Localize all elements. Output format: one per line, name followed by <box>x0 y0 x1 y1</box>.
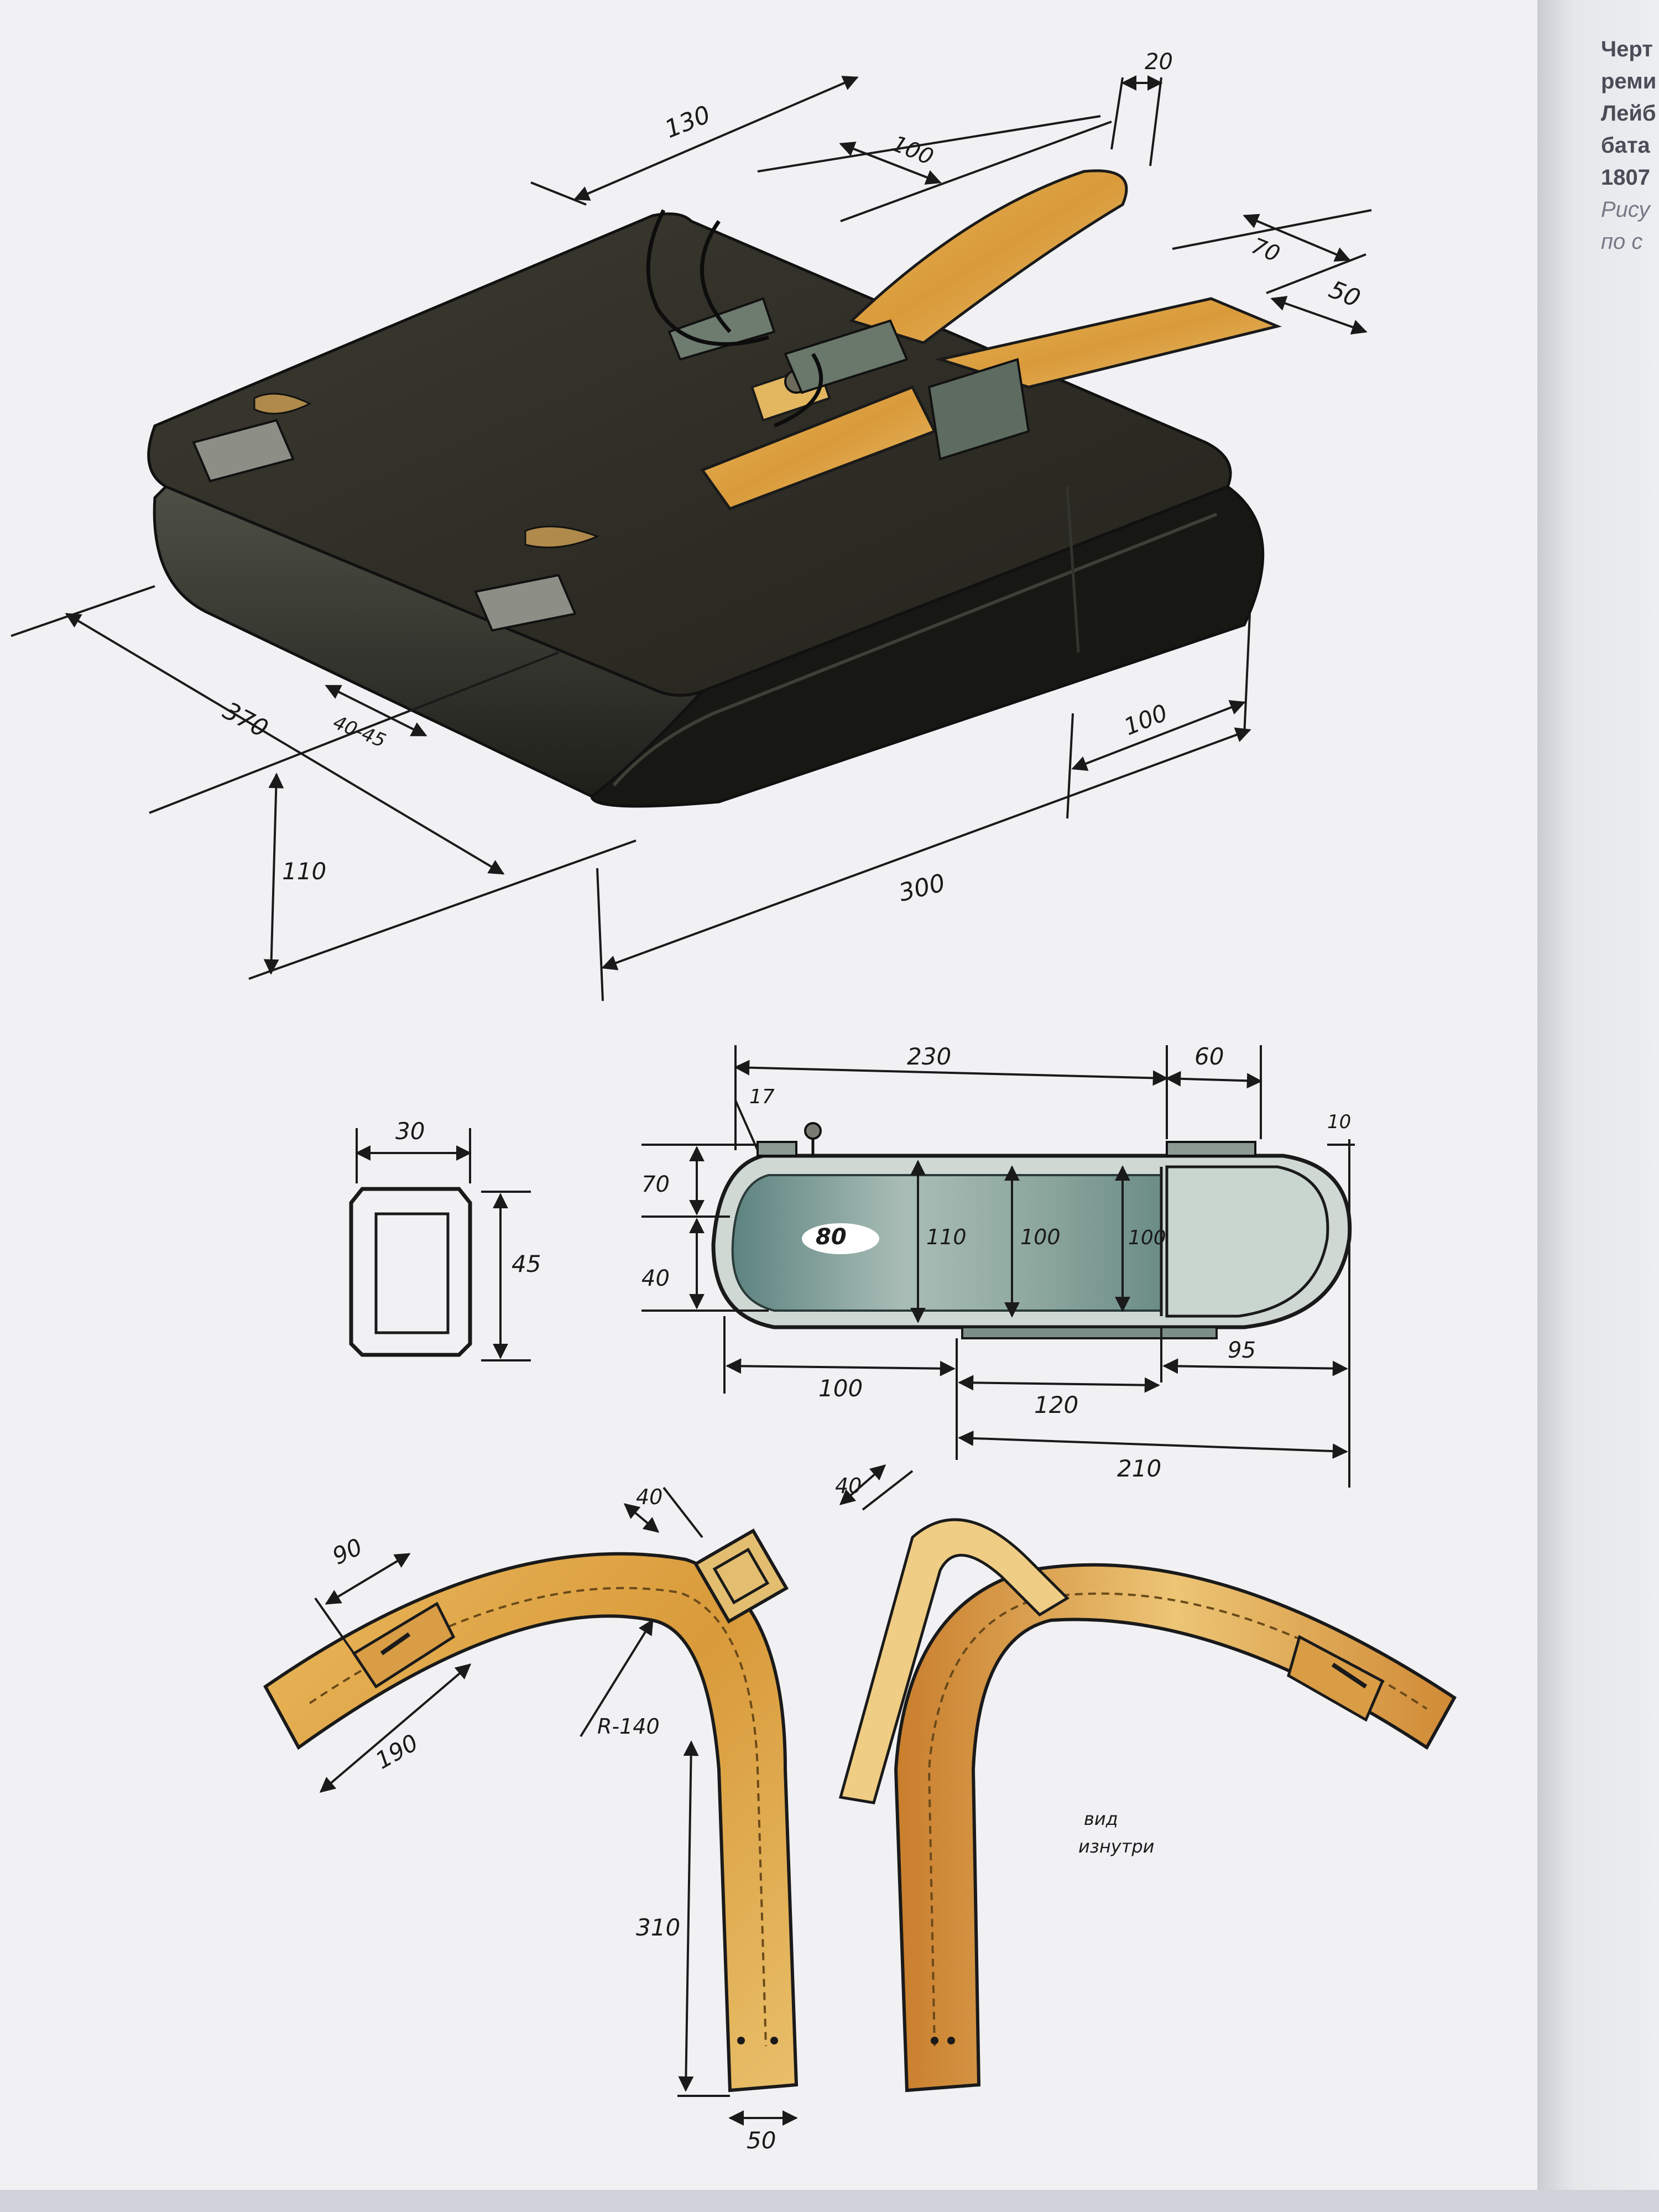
dim-95: 95 <box>1228 1338 1256 1363</box>
dim-50-strap: 50 <box>747 2127 776 2154</box>
left-shoulder-strap-drawing: 90 190 R-140 40 310 50 <box>263 1485 799 2154</box>
dim-50-top: 50 <box>1325 275 1364 313</box>
dim-120: 120 <box>1034 1391 1078 1418</box>
page-bottom-edge <box>0 2190 1659 2212</box>
right-shoulder-strap-drawing: 40 вид изнутри <box>835 1464 1457 2093</box>
dim-190: 190 <box>371 1729 423 1775</box>
dim-100-bottom: 100 <box>818 1375 863 1402</box>
dim-40-section: 40 <box>641 1266 670 1291</box>
dim-100-section-b: 100 <box>1128 1227 1166 1249</box>
caption-text: Черт реми Лейб бата 1807 Рису по с <box>1601 33 1659 343</box>
note-view-inside-2: изнутри <box>1078 1836 1154 1857</box>
bag-section-drawing: 230 60 17 10 70 40 80 110 100 100 100 12… <box>641 1043 1355 1488</box>
right-strap-loop <box>838 1518 1070 1804</box>
knapsack-illustration <box>147 169 1282 808</box>
dim-370: 370 <box>218 697 273 743</box>
dim-110-height: 110 <box>282 858 326 885</box>
caption-credit-2: по с <box>1601 229 1643 254</box>
dim-10: 10 <box>1327 1111 1351 1133</box>
dim-110-section: 110 <box>926 1225 967 1249</box>
caption-line-5: 1807 <box>1601 165 1650 190</box>
dim-70-top: 70 <box>1248 233 1283 268</box>
dim-300: 300 <box>896 869 948 907</box>
dim-45: 45 <box>512 1250 541 1277</box>
dim-80: 80 <box>816 1224 847 1250</box>
dim-40-left-strap: 40 <box>636 1485 662 1509</box>
technical-drawing: 130 100 20 70 50 370 40-45 110 100 300 3… <box>11 49 1457 2154</box>
caption-line-4: бата <box>1601 133 1650 158</box>
buckle-frame-drawing: 30 45 <box>349 1118 541 1361</box>
dim-40-45: 40-45 <box>330 711 389 752</box>
book-gutter <box>1537 0 1659 2212</box>
dim-30: 30 <box>395 1118 425 1145</box>
caption-credit-1: Рису <box>1601 197 1650 222</box>
left-strap <box>263 1552 799 2093</box>
right-strap <box>894 1563 1457 2093</box>
caption-line-3: Лейб <box>1601 101 1656 126</box>
dim-310: 310 <box>636 1914 680 1941</box>
note-view-inside-1: вид <box>1084 1808 1118 1829</box>
dim-20: 20 <box>1145 49 1173 75</box>
caption-line-1: Черт <box>1601 37 1653 61</box>
dim-17: 17 <box>749 1086 775 1108</box>
bag-strap-loop <box>849 169 1128 345</box>
bag-front-strap <box>700 385 937 511</box>
dim-90: 90 <box>328 1533 367 1570</box>
dim-60: 60 <box>1194 1043 1224 1070</box>
bag-buckle-left <box>192 419 295 483</box>
dim-40-right-strap: 40 <box>835 1474 862 1498</box>
dim-230: 230 <box>907 1043 951 1070</box>
left-strap-buckle <box>693 1528 789 1624</box>
dim-210: 210 <box>1117 1455 1161 1482</box>
dim-130: 130 <box>661 100 714 144</box>
dim-R-140: R-140 <box>597 1714 660 1739</box>
dim-100-section-a: 100 <box>1020 1225 1061 1249</box>
section-lining <box>731 1174 1162 1312</box>
buckle-frame <box>349 1187 472 1357</box>
caption-line-2: реми <box>1601 69 1657 93</box>
dim-70-section: 70 <box>641 1172 670 1197</box>
